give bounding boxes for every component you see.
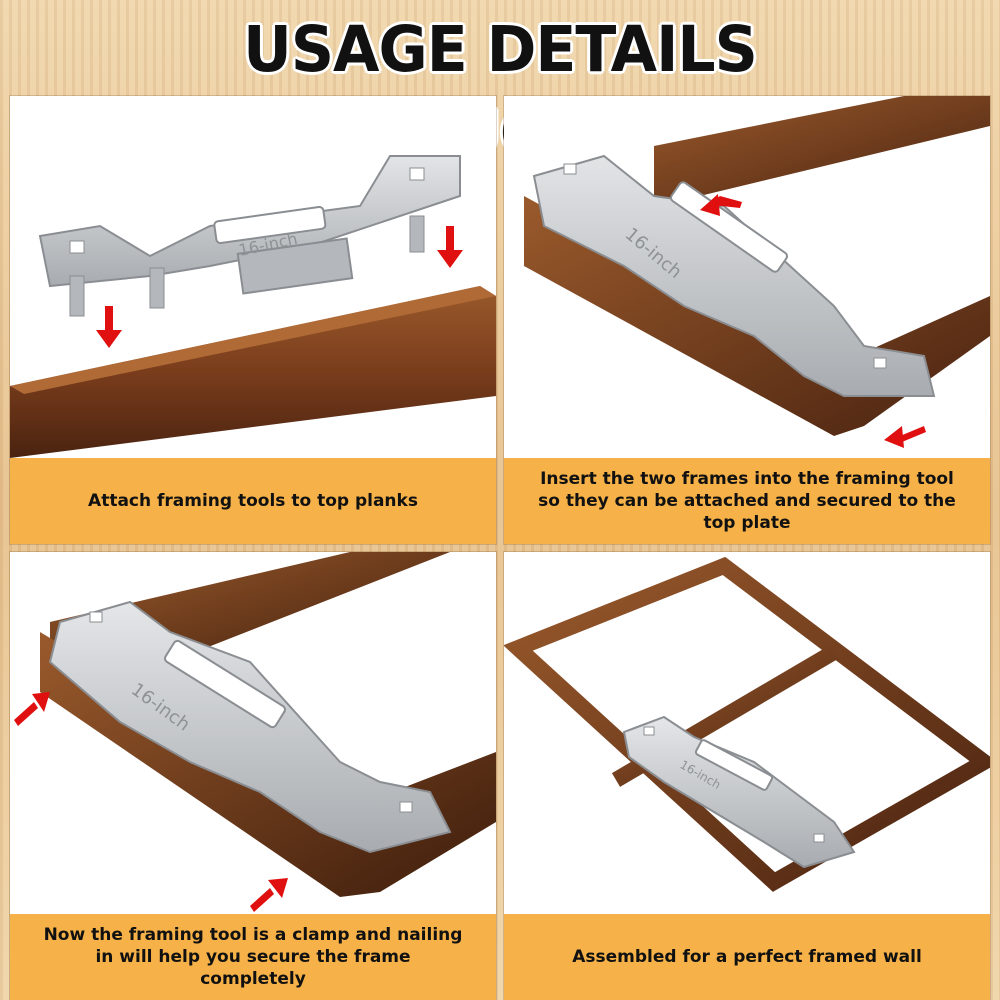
step-4-illustration: 16-inch <box>504 556 990 892</box>
step-caption-text: Now the framing tool is a clamp and nail… <box>43 925 463 989</box>
down-arrow-left <box>96 306 122 348</box>
step-panel-1: 16-inch Attach framing tools to top plan… <box>10 96 496 544</box>
framing-tool: 16-inch <box>48 600 452 854</box>
step-caption-text: Assembled for a perfect framed wall <box>572 947 922 967</box>
page-title: USAGE DETAILS INSTRUCTIONS <box>243 13 758 171</box>
step-panel-2: 16-inch Insert the two frames into the f… <box>504 96 990 544</box>
step-caption: Attach framing tools to top planks <box>10 458 496 544</box>
right-arrow-left <box>14 692 50 726</box>
step-caption-text: Attach framing tools to top planks <box>88 491 418 511</box>
framing-tool: 16-inch <box>532 154 936 397</box>
step-caption: Now the framing tool is a clamp and nail… <box>10 914 496 1000</box>
step-caption: Insert the two frames into the framing t… <box>504 458 990 544</box>
step-panel-4: 16-inch Assembled for a perfect framed w… <box>504 552 990 1000</box>
framing-tool: 16-inch <box>38 155 461 317</box>
step-caption-text: Insert the two frames into the framing t… <box>538 469 956 533</box>
framing-tool: 16-inch <box>622 715 856 869</box>
wood-stud <box>654 96 990 201</box>
wood-plank <box>10 286 496 458</box>
step-panel-3: 16-inch Now the framing tool is a clamp … <box>10 552 496 1000</box>
step-caption: Assembled for a perfect framed wall <box>504 914 990 1000</box>
left-arrow-top <box>700 194 742 216</box>
left-arrow-bottom <box>884 426 926 448</box>
right-arrow-bottom <box>250 878 288 912</box>
step-1-illustration: 16-inch <box>10 155 496 458</box>
down-arrow-right <box>437 226 463 268</box>
step-3-illustration: 16-inch <box>14 552 496 912</box>
step-2-illustration: 16-inch <box>524 96 990 448</box>
